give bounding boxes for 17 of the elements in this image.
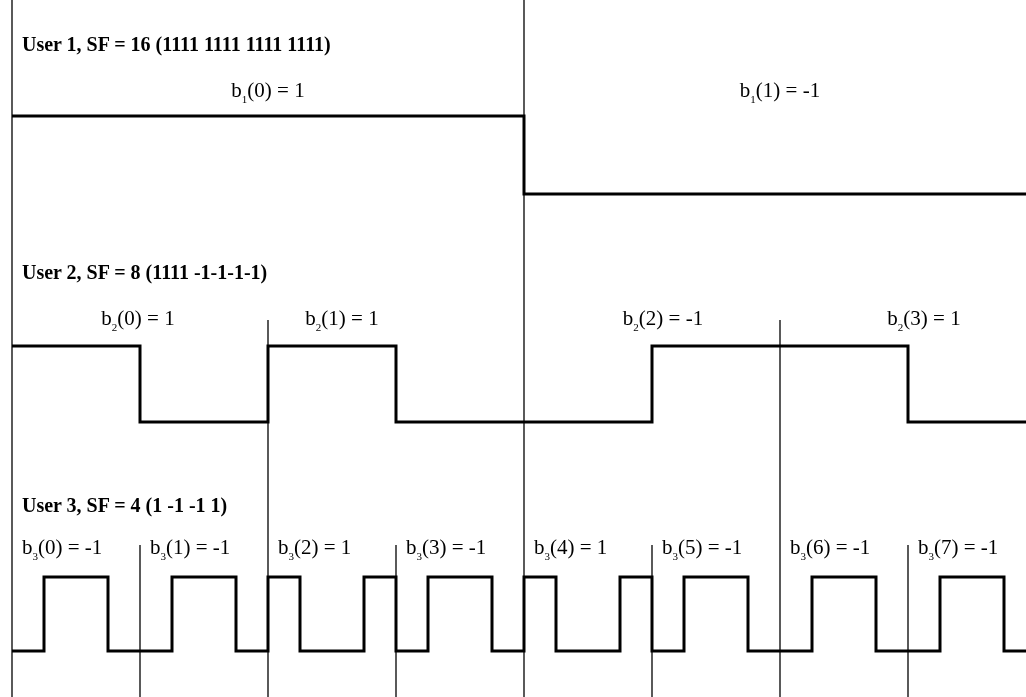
bit-value-label: b$_{2}$(1) = 1 xyxy=(305,308,379,333)
bit-value-label: b$_{3}$(5) = -1 xyxy=(662,537,743,562)
bit-value-label: b$_{1}$(0) = 1 xyxy=(231,80,305,105)
user-heading: User 3, SF = 4 (1 -1 -1 1) xyxy=(22,495,228,515)
bit-value-label: b$_{2}$(3) = 1 xyxy=(887,308,961,333)
bit-value-label: b$_{2}$(2) = -1 xyxy=(622,308,704,333)
bit-value-label: b$_{1}$(1) = -1 xyxy=(739,80,821,105)
bit-value-label: b$_{3}$(4) = 1 xyxy=(534,537,608,562)
user-heading: User 2, SF = 8 (1111 -1-1-1-1) xyxy=(22,262,268,282)
bit-value-label: b$_{3}$(1) = -1 xyxy=(150,537,231,562)
bit-value-label: b$_{2}$(0) = 1 xyxy=(101,308,175,333)
bit-value-label: b$_{3}$(7) = -1 xyxy=(918,537,999,562)
bit-value-label: b$_{3}$(3) = -1 xyxy=(406,537,487,562)
bit-value-label: b$_{3}$(2) = 1 xyxy=(278,537,352,562)
bit-value-label: b$_{3}$(0) = -1 xyxy=(22,537,103,562)
bit-value-label: b$_{3}$(6) = -1 xyxy=(790,537,871,562)
user-heading: User 1, SF = 16 (1111 1111 1111 1111) xyxy=(22,34,331,54)
